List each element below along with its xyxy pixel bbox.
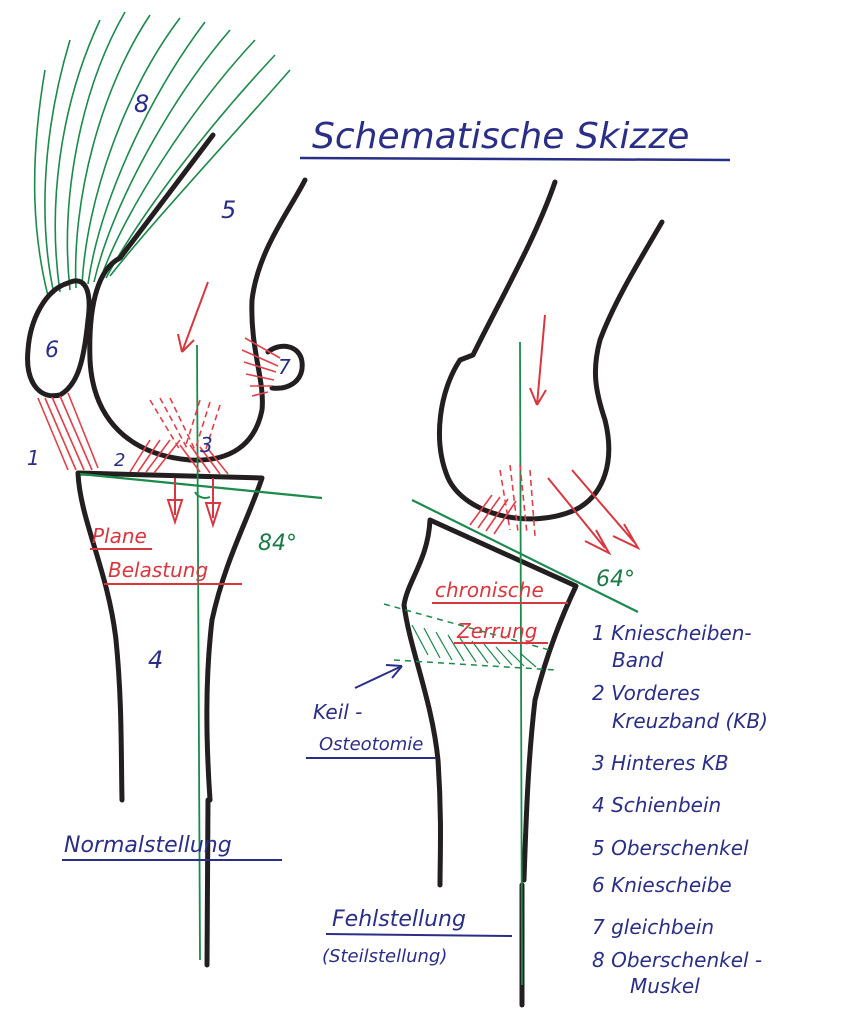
legend-8-line2: Muskel [630,974,700,998]
left-tibia [78,473,262,800]
legend-4: 4 Schienbein [592,793,721,817]
diagram-title: Schematische Skizze [312,116,689,157]
left-caption: Normalstellung [64,833,232,858]
legend-2-line1: 2 Vorderes [592,681,700,705]
left-angle-label: 84° [258,531,297,556]
label-1: 1 [27,446,40,470]
wedge-label-line2: Osteotomie [319,734,423,755]
thigh-muscle-strands [35,12,290,296]
right-caption-sub: (Steilstellung) [322,946,447,967]
label-7: 7 [278,355,291,379]
right-tibia [404,520,576,885]
legend-2-line2: Kreuzband (KB) [612,709,768,733]
legend-6: 6 Kniescheibe [592,873,732,897]
legend-1-line2: Band [612,648,664,672]
wedge-label-line1: Keil - [313,700,362,724]
legend: 1 Kniescheiben- Band 2 Vorderes Kreuzban… [592,621,768,998]
label-6: 6 [45,338,59,363]
legend-5: 5 Oberschenkel [592,836,749,860]
plane-label: Plane [92,524,147,548]
right-caption: Fehlstellung [332,907,466,932]
right-caption-underline [326,934,512,936]
wedge-pointer-arrow [355,665,402,688]
title-underline [300,158,730,160]
label-4: 4 [148,646,163,674]
left-load-arrows [168,282,220,525]
legend-8-line1: 8 Oberschenkel - [592,948,762,972]
label-8: 8 [134,90,149,118]
legend-7: 7 gleichbein [592,915,714,939]
label-2: 2 [114,450,125,471]
legend-1-line1: 1 Kniescheiben- [592,621,752,645]
right-ligament-hatching [470,465,535,536]
chronische-label: chronische [435,578,544,602]
left-tibia-shaft-line [207,800,208,965]
right-angle-label: 64° [596,567,635,592]
left-ligament-hatching [38,338,280,474]
label-5: 5 [221,196,236,224]
belastung-label: Belastung [108,558,208,582]
label-3: 3 [200,433,213,457]
right-femur [439,182,662,519]
legend-3: 3 Hinteres KB [592,751,729,775]
zerrung-label: Zerrung [456,619,538,643]
